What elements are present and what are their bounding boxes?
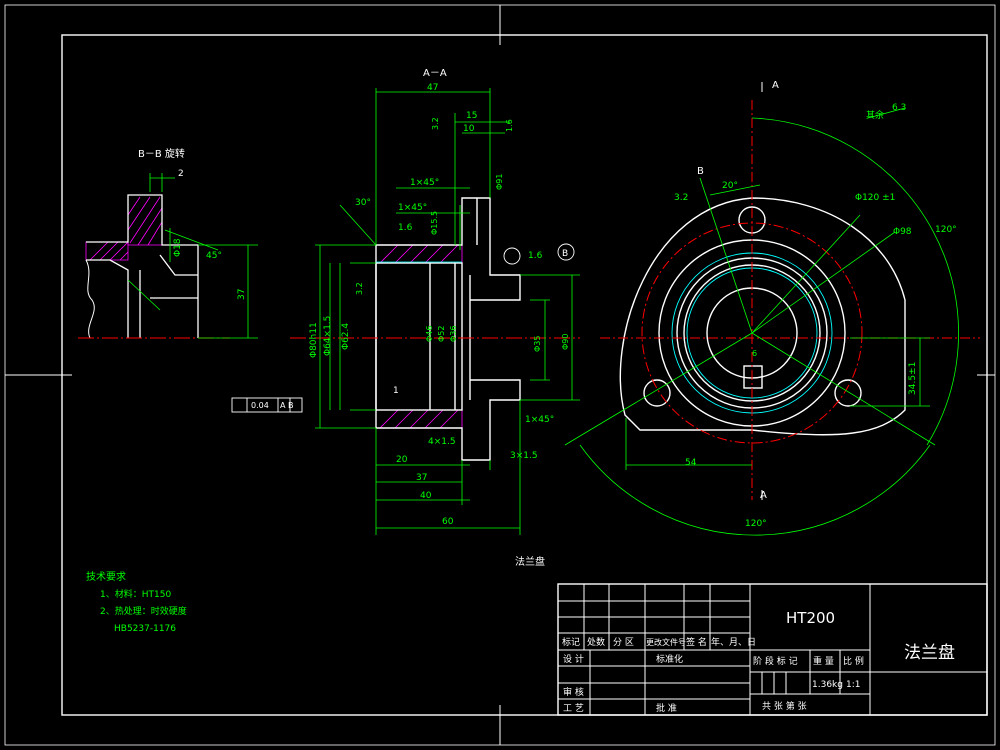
dim-dia35: Φ35 <box>533 336 542 352</box>
section-arrow-a-bottom: A <box>760 490 767 501</box>
scale-value: 1:1 <box>846 680 860 690</box>
dim-rest-ra: 6.3 <box>892 103 906 113</box>
notes-line2: 2、热处理：时效硬度 <box>100 605 187 617</box>
dim-dia36: Φ36 <box>449 326 458 342</box>
dim-r32: 3.2 <box>674 193 688 203</box>
standard-label: 标准化 <box>656 653 683 665</box>
dim-len40: 40 <box>420 491 432 501</box>
dim-rough16: 1.6 <box>398 223 413 233</box>
approve-label: 批 准 <box>656 702 677 714</box>
dim-dia90: Φ90 <box>561 334 570 350</box>
drawing-frame <box>4 4 996 746</box>
tol-value: 0.04 <box>251 401 269 410</box>
dim-len54: 54 <box>685 458 697 468</box>
section-arrow-b: B <box>697 166 704 177</box>
header-sign: 签 名 <box>686 636 707 648</box>
dim-ang30: 30° <box>355 198 371 208</box>
process-label: 工 艺 <box>563 703 584 714</box>
section-bb-label: B－B 旋转 <box>138 147 185 160</box>
dim-ang120a: 120° <box>935 225 957 235</box>
dim-45deg: 45° <box>206 251 222 261</box>
part-caption: 法兰盘 <box>515 555 545 568</box>
review-label: 审 核 <box>563 686 584 698</box>
dim-chamfer-r: 1×45° <box>525 415 554 425</box>
section-aa-label: A－A <box>423 68 447 79</box>
dim-len15: 15 <box>466 111 477 121</box>
front-view: A A B 其余 6.3 20° 3.2 Φ120 ±1 Φ98 120° 54… <box>564 80 980 536</box>
dim-rough16-top: 1.6 <box>505 119 514 132</box>
material-label: HT200 <box>786 609 835 627</box>
dim-rough32: 3.2 <box>431 117 440 130</box>
notes-line1: 1、材料：HT150 <box>100 588 171 600</box>
dim-d18: Φ18 <box>173 238 183 257</box>
dim-dia80: Φ80h11 <box>309 322 319 358</box>
dim-rest: 其余 <box>866 109 884 121</box>
dim-ang120b: 120° <box>745 519 767 529</box>
dim-val1: 1 <box>393 386 399 396</box>
dim-chamfer2: 1×45° <box>398 203 427 213</box>
dim-len20: 20 <box>396 455 408 465</box>
dim-dia155: Φ15.5 <box>430 211 439 235</box>
dim-rough32b: 3.2 <box>355 282 364 295</box>
dim-len10: 10 <box>463 124 475 134</box>
technical-notes: 技术要求 1、材料：HT150 2、热处理：时效硬度 HB5237-1176 <box>86 570 187 634</box>
dim-dia64: Φ64×1.5 <box>323 316 333 356</box>
section-arrow-a-top: A <box>772 80 779 91</box>
weight-header: 重 量 <box>813 655 834 667</box>
ref-b: B <box>562 249 568 259</box>
dim-dia52: Φ52 <box>437 326 446 342</box>
dim-len37: 37 <box>416 473 427 483</box>
tol-ref: A B <box>280 401 294 410</box>
dim-ang20: 20° <box>722 181 738 191</box>
design-label: 设 计 <box>563 653 584 665</box>
dim-dia120: Φ120 ±1 <box>855 193 895 203</box>
dim-len47: 47 <box>427 83 438 93</box>
dim-len346: 34.5±1 <box>908 362 918 395</box>
dim-r6: 6 <box>752 349 757 358</box>
dim-37: 37 <box>237 289 247 300</box>
part-name-label: 法兰盘 <box>904 643 955 663</box>
dim-len60: 60 <box>442 517 454 527</box>
header-date: 年、月、日 <box>711 636 756 648</box>
sheet-count: 共 张 第 张 <box>762 700 807 712</box>
dim-chamfer1: 1×45° <box>410 178 439 188</box>
dim-d091: Φ91 <box>495 174 504 190</box>
header-change-doc: 更改文件号 <box>646 637 686 647</box>
section-bb-view: B－B 旋转 2 Φ18 45° 37 <box>78 147 258 339</box>
title-block: HT200 法兰盘 标记 处数 分 区 更改文件号 签 名 年、月、日 设 计 … <box>557 583 988 716</box>
dim-len3x15: 3×1.5 <box>510 451 538 461</box>
header-zone: 分 区 <box>613 637 634 648</box>
header-count: 处数 <box>587 636 605 648</box>
dim-2: 2 <box>178 169 184 179</box>
dim-len4x15: 4×1.5 <box>428 437 456 447</box>
dim-dia62: Φ62.4 <box>341 323 351 350</box>
header-mark: 标记 <box>562 636 580 648</box>
section-aa-view: A－A 47 15 10 3.2 1.6 1×45° 1×45° 30° 1.6… <box>231 68 580 568</box>
notes-line3: HB5237-1176 <box>114 624 176 634</box>
revision-headers: 标记 处数 分 区 更改文件号 签 名 年、月、日 <box>562 636 756 648</box>
scale-header: 比 例 <box>843 655 864 667</box>
dim-rough-r: 1.6 <box>528 251 543 261</box>
dim-dia98: Φ98 <box>893 227 912 237</box>
notes-heading: 技术要求 <box>86 570 126 583</box>
weight-value: 1.36kg <box>812 680 843 690</box>
dim-dia46: Φ46 <box>425 326 434 342</box>
stage-header: 阶 段 标 记 <box>753 655 798 667</box>
